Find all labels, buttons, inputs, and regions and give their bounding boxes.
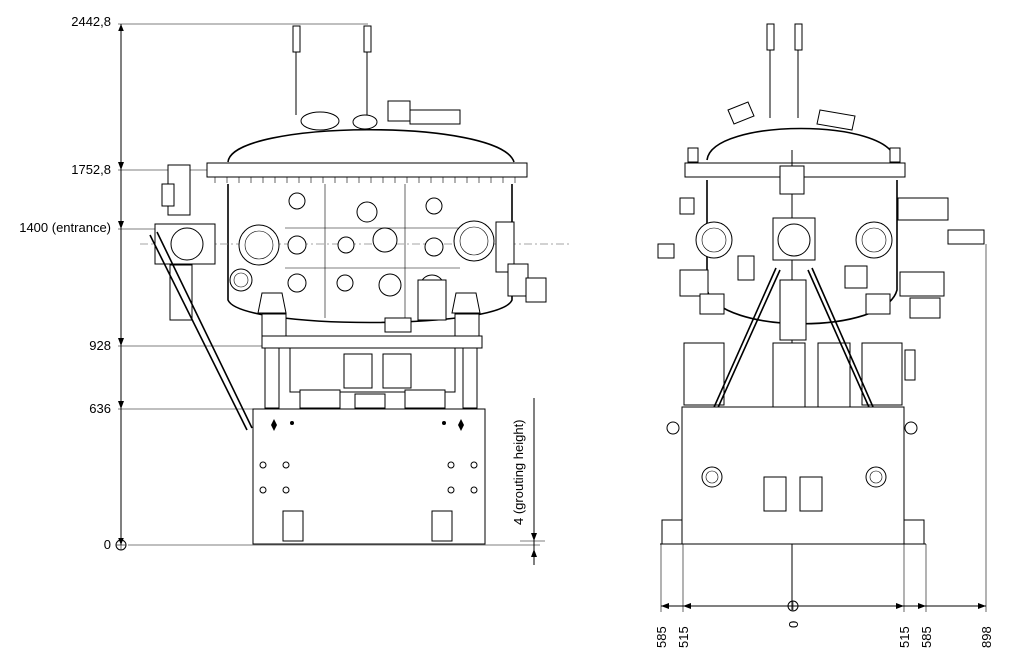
dim-label-flange: 1752,8 xyxy=(71,162,111,177)
dim-label-base-top: 636 xyxy=(89,401,111,416)
right-dimension-lines xyxy=(660,244,987,612)
dim-label-frame-top: 928 xyxy=(89,338,111,353)
dim-label-right-outer: 585 xyxy=(919,626,934,648)
right-chamber-view xyxy=(657,23,985,610)
dim-label-grouting: 4 (grouting height) xyxy=(511,419,526,525)
right-dimension-labels: 585 515 0 515 585 898 xyxy=(654,621,994,648)
dim-label-right-max: 898 xyxy=(979,626,994,648)
dim-label-top: 2442,8 xyxy=(71,14,111,29)
dim-label-left-inner: 515 xyxy=(676,626,691,648)
dim-label-center: 0 xyxy=(786,621,801,628)
left-dimension-labels: 2442,8 1752,8 1400 (entrance) 928 636 0 … xyxy=(19,14,526,552)
dim-label-right-inner: 515 xyxy=(897,626,912,648)
left-chamber-view xyxy=(140,25,570,545)
dim-label-entrance: 1400 (entrance) xyxy=(19,220,111,235)
left-dimension-lines xyxy=(115,23,545,565)
flange-bolts-left xyxy=(214,177,516,183)
dim-label-left-outer: 585 xyxy=(654,626,669,648)
dim-label-floor: 0 xyxy=(104,537,111,552)
